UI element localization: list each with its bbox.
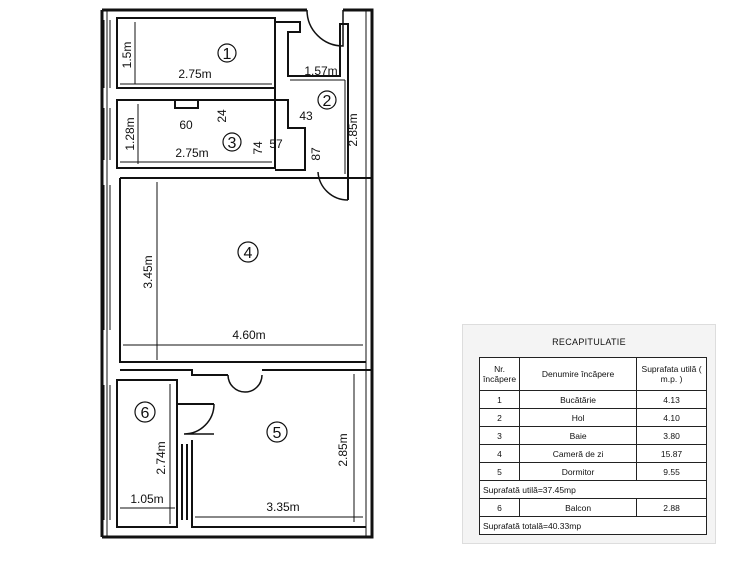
dimension-label: 74: [251, 141, 265, 155]
dimension-label: 43: [299, 109, 313, 123]
room-1-marker: [217, 43, 237, 63]
room-numbers: [134, 43, 337, 443]
room-4-marker: [237, 241, 259, 263]
row-area: 15.87: [636, 444, 707, 463]
header-nr: Nr. încăpere: [478, 357, 521, 391]
dimension-label: 1.5m: [120, 42, 134, 69]
useful-total-row: Suprafată utilă=37.45mp: [479, 480, 707, 499]
table-row: 4 Cameră de zi 15.87: [478, 444, 707, 463]
room-number: 1: [223, 46, 232, 63]
row-area: 4.10: [636, 408, 707, 427]
grand-total: Suprafată totală=40.33mp: [479, 516, 707, 535]
room-6-marker: [134, 401, 156, 423]
dimension-lines: [120, 22, 363, 524]
room-number: 4: [244, 245, 253, 262]
table-header-row: Nr. încăpere Denumire încăpere Suprafata…: [478, 357, 707, 391]
dimension-label: 60: [179, 118, 193, 132]
row-name: Balcon: [519, 498, 638, 517]
dimension-label: 2.75m: [178, 67, 211, 81]
row-name: Cameră de zi: [519, 444, 638, 463]
door-swings: [183, 9, 349, 435]
row-nr: 1: [478, 390, 521, 409]
room-number: 5: [273, 425, 282, 442]
row-area: 4.13: [636, 390, 707, 409]
dimension-label: 87: [309, 147, 323, 161]
row-nr: 2: [478, 408, 521, 427]
dimension-label: 57: [269, 137, 283, 151]
dimension-label: 3.35m: [266, 500, 299, 514]
row-nr: 5: [478, 462, 521, 481]
row-name: Bucătărie: [519, 390, 638, 409]
room-3-marker: [222, 132, 242, 152]
row-name: Baie: [519, 426, 638, 445]
dimension-label: 2.74m: [154, 441, 168, 474]
room-number: 2: [323, 93, 332, 110]
row-area: 3.80: [636, 426, 707, 445]
interior-walls: [116, 17, 372, 528]
dimension-label: 2.75m: [175, 146, 208, 160]
table-row: 3 Baie 3.80: [478, 426, 707, 445]
table-row: 2 Hol 4.10: [478, 408, 707, 427]
balcony-row: 6 Balcon 2.88: [478, 498, 707, 517]
row-area: 2.88: [636, 498, 707, 517]
dimension-label: 2.85m: [336, 433, 350, 466]
row-nr: 3: [478, 426, 521, 445]
room-number: 6: [141, 405, 150, 422]
header-name: Denumire încăpere: [519, 357, 638, 391]
row-name: Hol: [519, 408, 638, 427]
windows: [103, 20, 111, 520]
row-area: 9.55: [636, 462, 707, 481]
grand-total-row: Suprafată totală=40.33mp: [479, 516, 707, 535]
exterior-walls: [100, 8, 374, 539]
room-5-marker: [266, 421, 288, 443]
room-2-marker: [317, 90, 337, 110]
row-nr: 4: [478, 444, 521, 463]
dimension-label: 4.60m: [232, 328, 265, 342]
recap-table: Nr. încăpere Denumire încăpere Suprafata…: [478, 357, 707, 535]
dimension-label: 24: [215, 109, 229, 123]
header-area: Suprafata utilă ( m.p. ): [636, 357, 707, 391]
row-name: Dormitor: [519, 462, 638, 481]
dimension-label: 2.85m: [346, 113, 360, 146]
room-number: 3: [228, 135, 237, 152]
dimension-label: 3.45m: [141, 255, 155, 288]
recap-panel: RECAPITULATIE Nr. încăpere Denumire încă…: [462, 324, 716, 544]
dimension-label: 1.05m: [130, 492, 163, 506]
row-nr: 6: [478, 498, 521, 517]
table-row: 1 Bucătărie 4.13: [478, 390, 707, 409]
dimension-label: 1.28m: [123, 117, 137, 150]
useful-total: Suprafată utilă=37.45mp: [479, 480, 707, 499]
table-row: 5 Dormitor 9.55: [478, 462, 707, 481]
dimension-label: 1.57m: [304, 64, 337, 78]
recap-title: RECAPITULATIE: [552, 337, 626, 347]
